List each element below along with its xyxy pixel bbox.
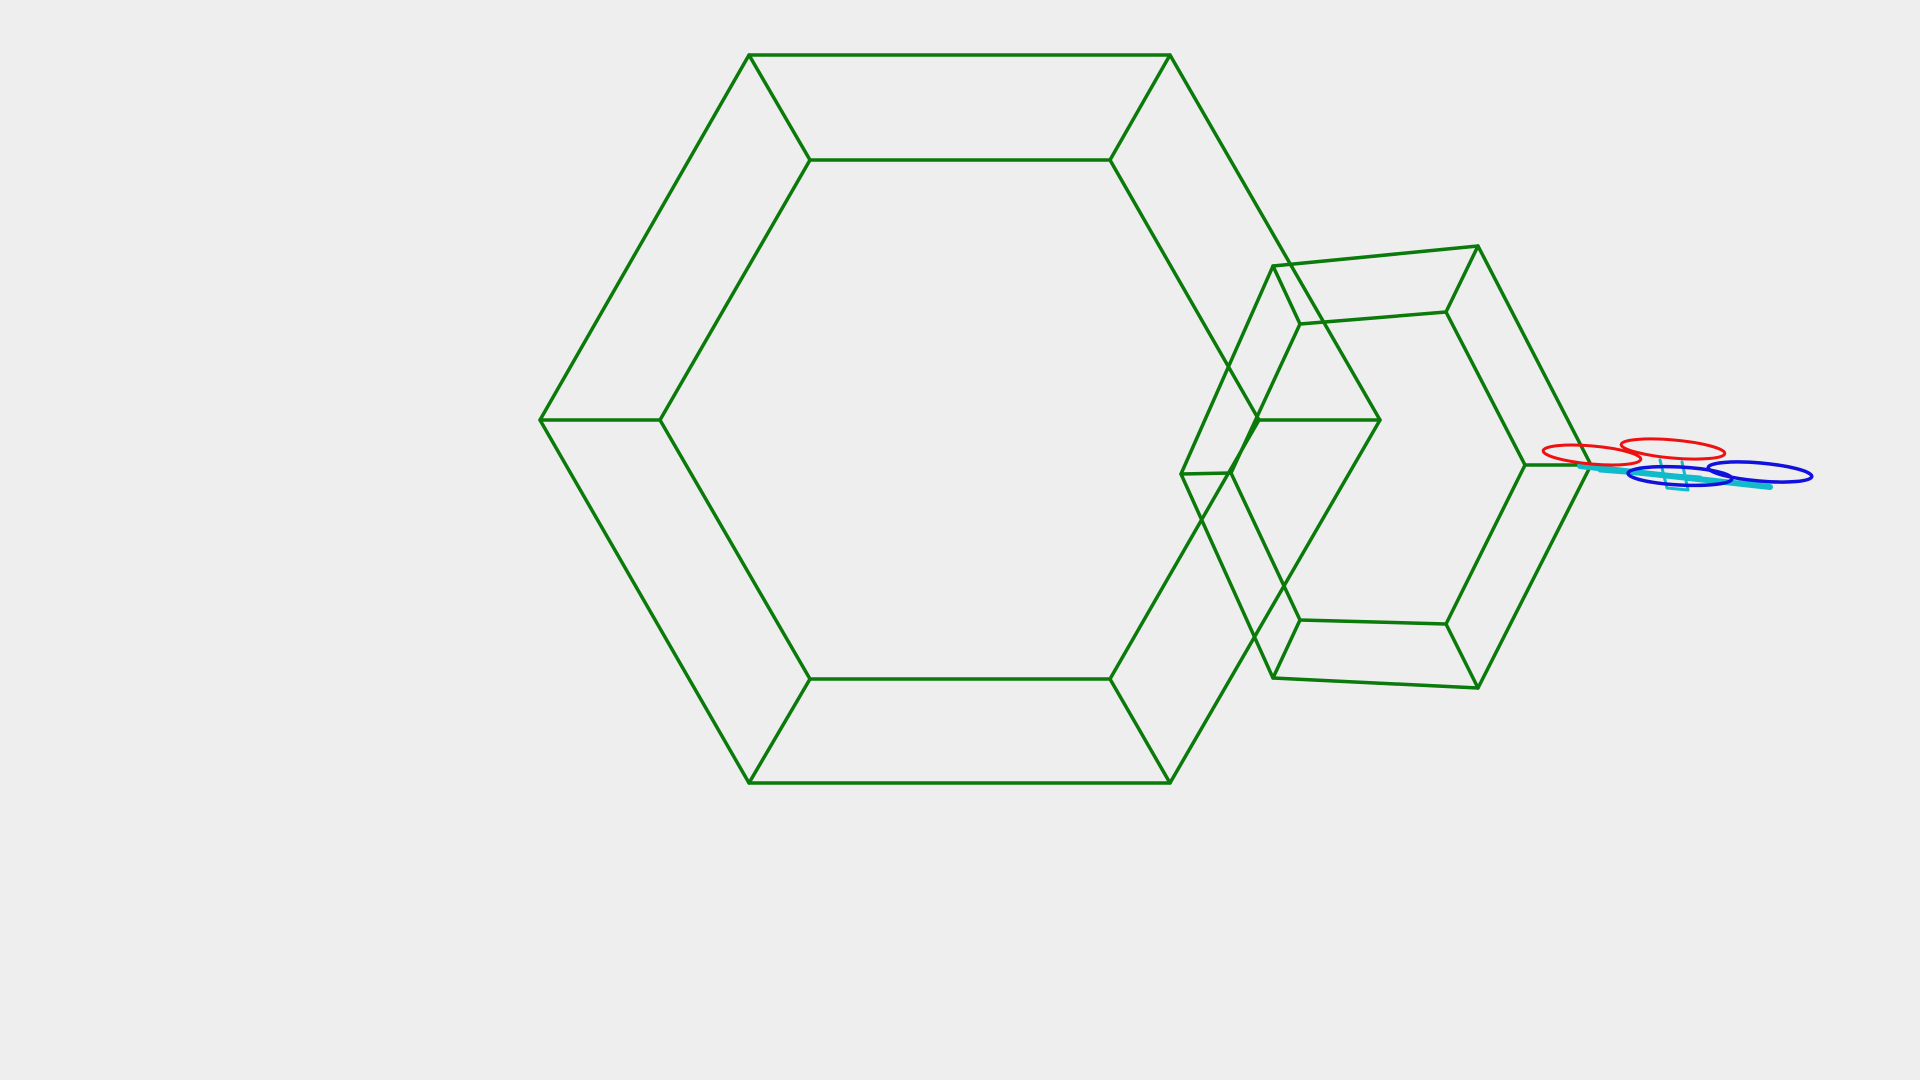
drone-arm (1597, 467, 1703, 481)
large-frame-inner-hexagon (658, 158, 1261, 681)
small-frame-spoke (1271, 618, 1302, 680)
large-frame-spoke (1108, 677, 1172, 785)
large-frame-outer-hexagon (538, 53, 1382, 785)
rotor-ring-rear-right (1619, 437, 1727, 461)
small-frame-spoke (1179, 471, 1233, 476)
small-frame-spoke (1444, 622, 1480, 690)
quadcopter-drone (1541, 437, 1814, 492)
large-frame-spoke (747, 677, 812, 785)
rotor-ring-front-right (1706, 460, 1814, 484)
rotor-ring-rear-left (1541, 443, 1643, 467)
small-frame-spoke (1271, 264, 1302, 326)
large-frame-spoke (747, 53, 812, 162)
large-frame-spoke (1108, 53, 1172, 162)
small-frame-inner-hexagon (1229, 310, 1527, 626)
drone-body (1658, 458, 1690, 492)
large-hexagonal-frame (538, 53, 1382, 785)
small-hexagonal-frame (1179, 244, 1593, 690)
small-frame-spoke (1444, 244, 1480, 314)
